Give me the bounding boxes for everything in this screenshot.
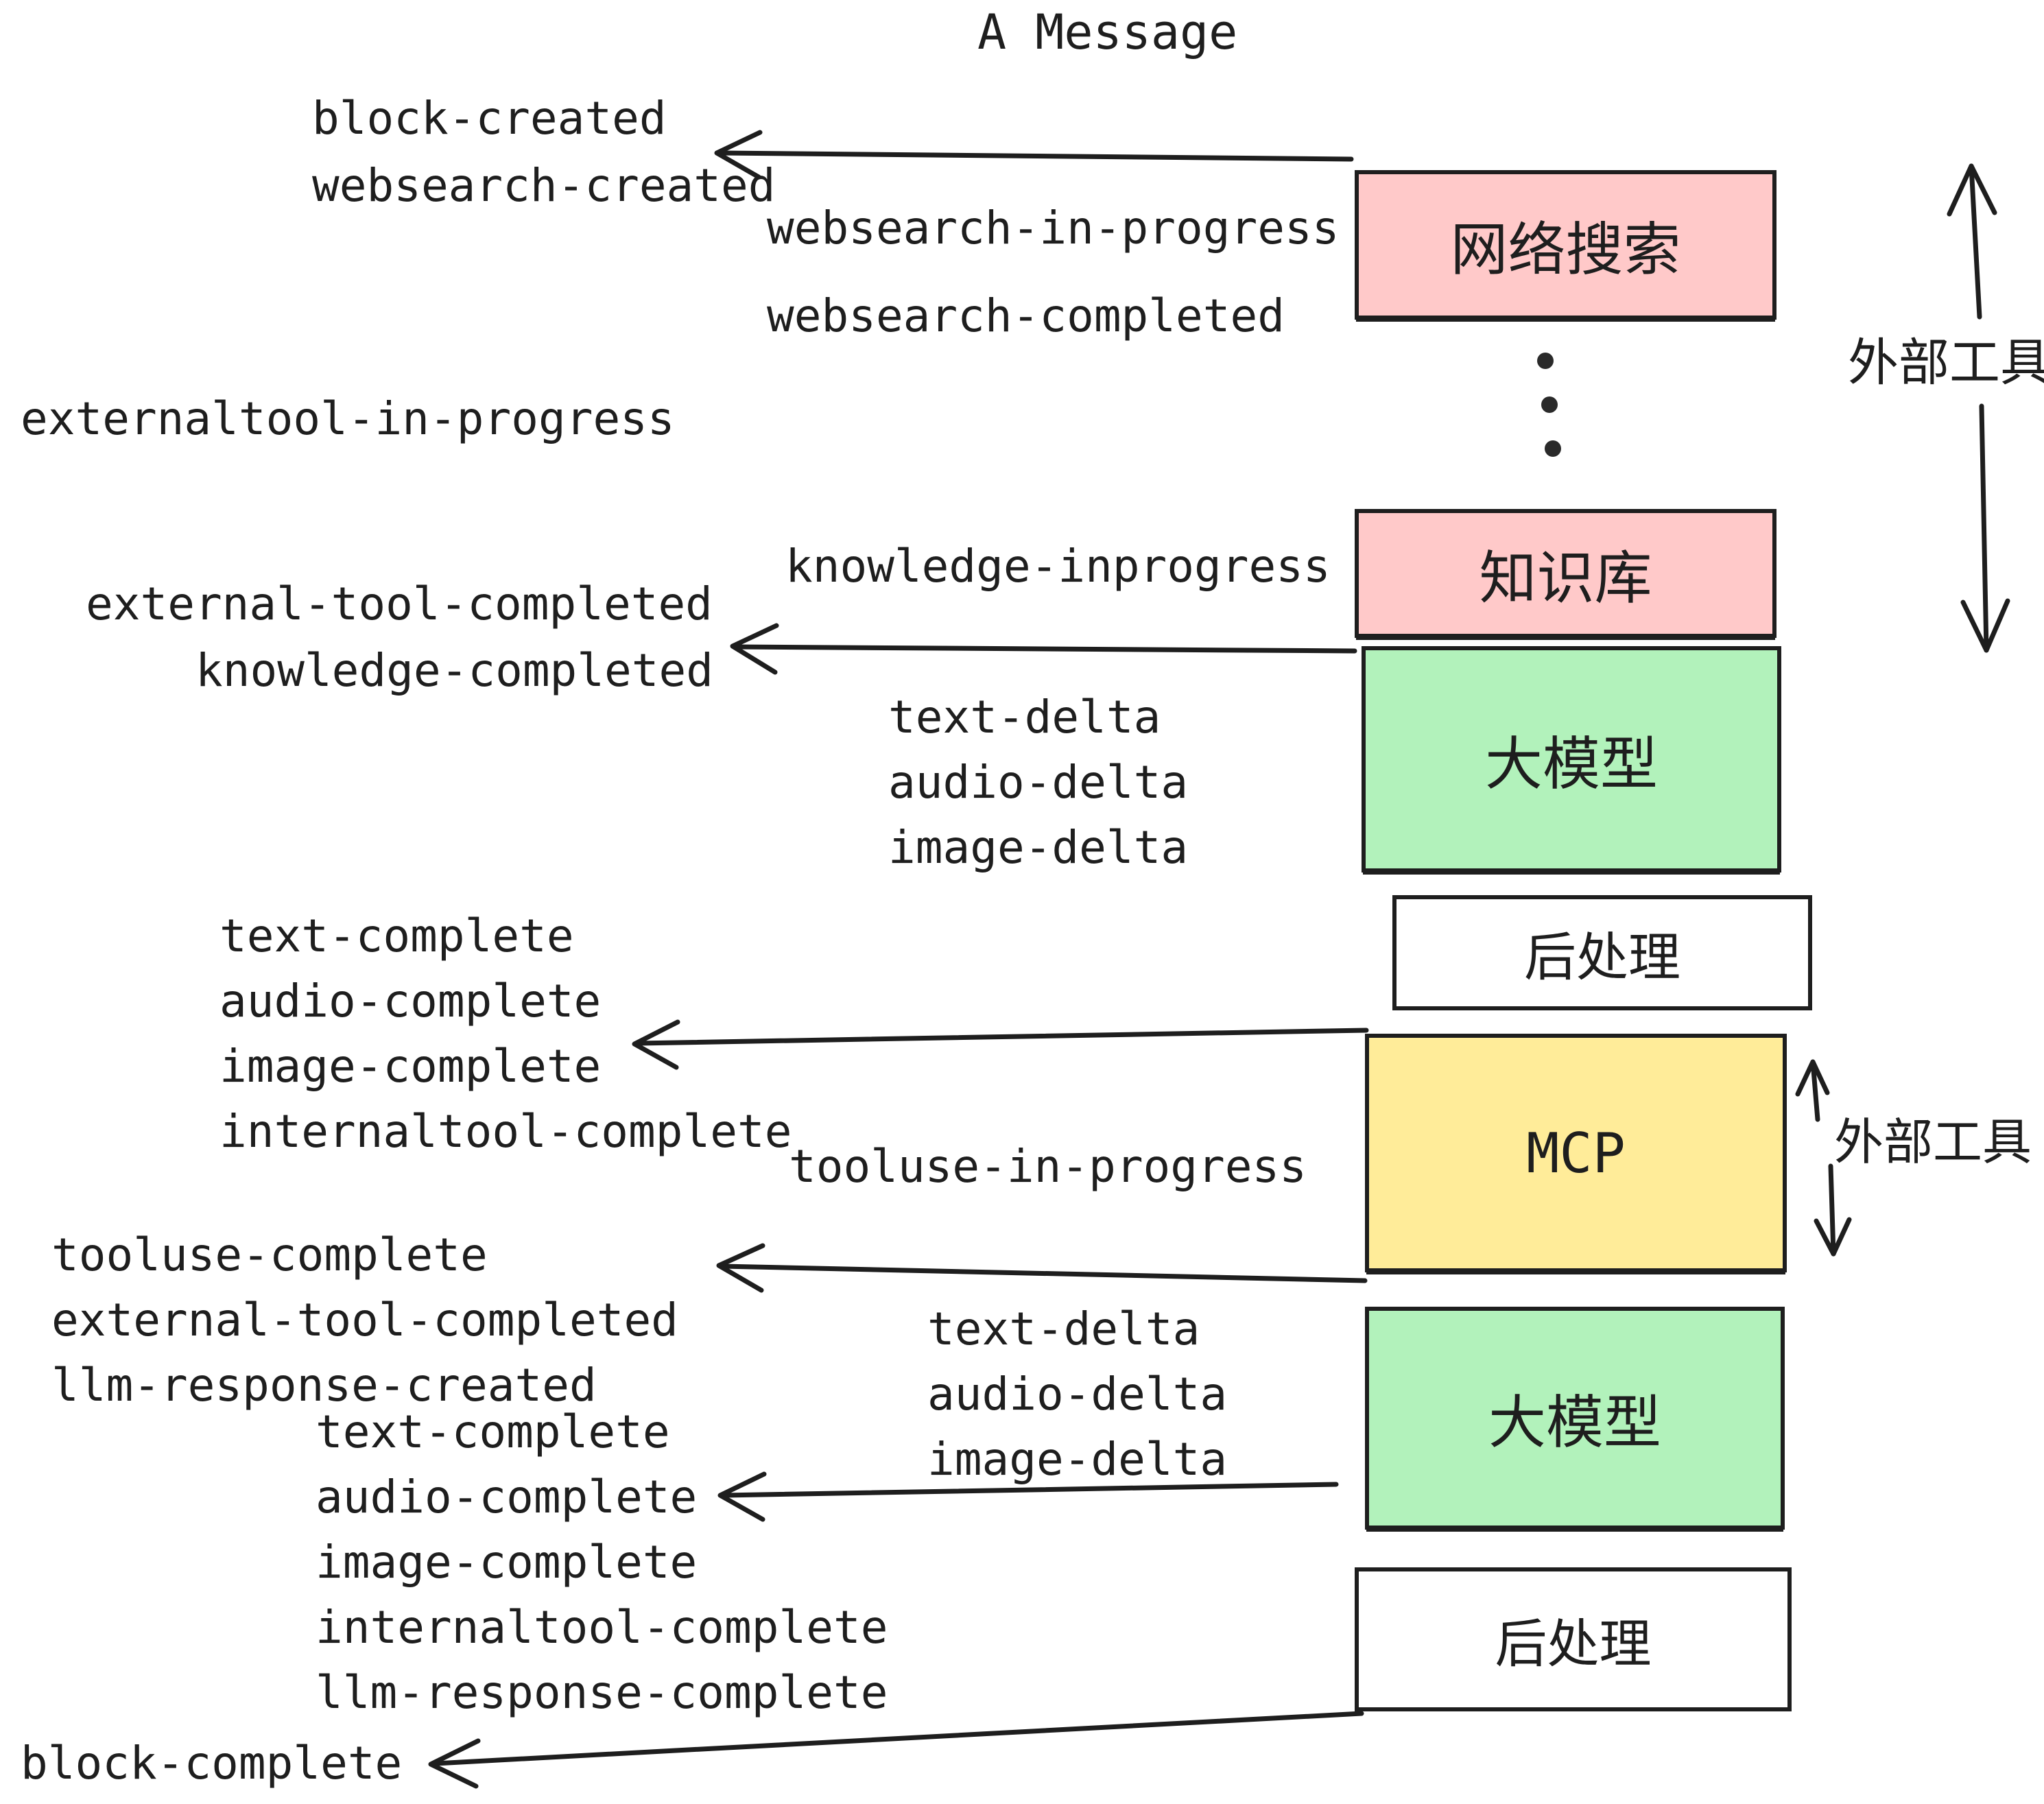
- arrow-image-complete: [632, 1019, 1369, 1070]
- event-knowledge-inprogress: knowledge-inprogress: [785, 540, 1331, 593]
- ellipsis-dots: [1537, 353, 1561, 457]
- event-audio-complete-1: audio-complete: [219, 975, 602, 1028]
- event-llm-response-complete: llm-response-complete: [316, 1666, 888, 1719]
- external-tools-label-mcp: 外部工具: [1834, 1115, 2032, 1170]
- event-websearch-completed: websearch-completed: [767, 289, 1285, 342]
- event-image-delta-1: image-delta: [888, 821, 1189, 874]
- event-llm-response-created: llm-response-created: [51, 1359, 597, 1412]
- external-tools-down-arrow: [1960, 403, 2010, 653]
- external-tools-up-arrow: [1947, 163, 1997, 320]
- event-websearch-created: websearch-created: [312, 159, 776, 212]
- page-title: A Message: [977, 4, 1238, 60]
- event-knowledge-completed: knowledge-completed: [195, 644, 713, 697]
- postprocess-box-1-label: 后处理: [1524, 929, 1680, 987]
- event-external-tool-completed-2: external-tool-completed: [51, 1294, 678, 1346]
- event-image-complete-1: image-complete: [219, 1040, 602, 1093]
- postprocess-box-1: 后处理: [1392, 895, 1812, 1010]
- mcp-box-label: MCP: [1526, 1121, 1626, 1185]
- knowledge-box: 知识库: [1355, 509, 1776, 638]
- event-tooluse-complete: tooluse-complete: [51, 1229, 488, 1281]
- event-text-delta-1: text-delta: [888, 691, 1161, 744]
- mcp-down-arrow: [1814, 1163, 1852, 1257]
- arrow-tooluse-complete: [716, 1243, 1368, 1293]
- arrow-websearch-created: [714, 130, 1354, 180]
- event-externaltool-in-progress: externaltool-in-progress: [21, 392, 675, 445]
- event-external-tool-completed: external-tool-completed: [86, 578, 713, 630]
- mcp-box: MCP: [1365, 1034, 1787, 1272]
- event-internaltool-complete-1: internaltool-complete: [219, 1105, 792, 1158]
- websearch-box-label: 网络搜索: [1450, 217, 1681, 282]
- arrow-audio-complete: [717, 1471, 1339, 1522]
- llm-box-2: 大模型: [1365, 1307, 1785, 1530]
- event-internaltool-complete-2: internaltool-complete: [316, 1601, 888, 1654]
- websearch-box: 网络搜索: [1355, 170, 1776, 320]
- knowledge-box-label: 知识库: [1479, 545, 1652, 610]
- postprocess-box-2: 后处理: [1355, 1567, 1792, 1711]
- event-audio-complete-2: audio-complete: [316, 1471, 698, 1523]
- arrow-knowledge-completed: [730, 623, 1357, 675]
- arrow-block-complete: [428, 1711, 1364, 1789]
- event-audio-delta-2: audio-delta: [927, 1368, 1228, 1421]
- event-block-complete: block-complete: [21, 1737, 403, 1790]
- llm-box-1: 大模型: [1362, 646, 1781, 873]
- postprocess-box-2-label: 后处理: [1495, 1615, 1652, 1674]
- llm-box-2-label: 大模型: [1488, 1390, 1661, 1455]
- event-text-delta-2: text-delta: [927, 1303, 1200, 1355]
- event-text-complete-1: text-complete: [219, 910, 574, 962]
- event-image-complete-2: image-complete: [316, 1536, 698, 1589]
- llm-box-1-label: 大模型: [1484, 731, 1658, 796]
- event-text-complete-2: text-complete: [316, 1405, 670, 1458]
- mcp-up-arrow: [1795, 1059, 1830, 1122]
- event-tooluse-in-progress: tooluse-in-progress: [789, 1140, 1307, 1193]
- event-websearch-in-progress: websearch-in-progress: [767, 202, 1340, 254]
- event-audio-delta-1: audio-delta: [888, 756, 1189, 809]
- external-tools-label-top: 外部工具: [1848, 334, 2044, 391]
- event-block-created: block-created: [312, 92, 667, 145]
- event-image-delta-2: image-delta: [927, 1433, 1228, 1486]
